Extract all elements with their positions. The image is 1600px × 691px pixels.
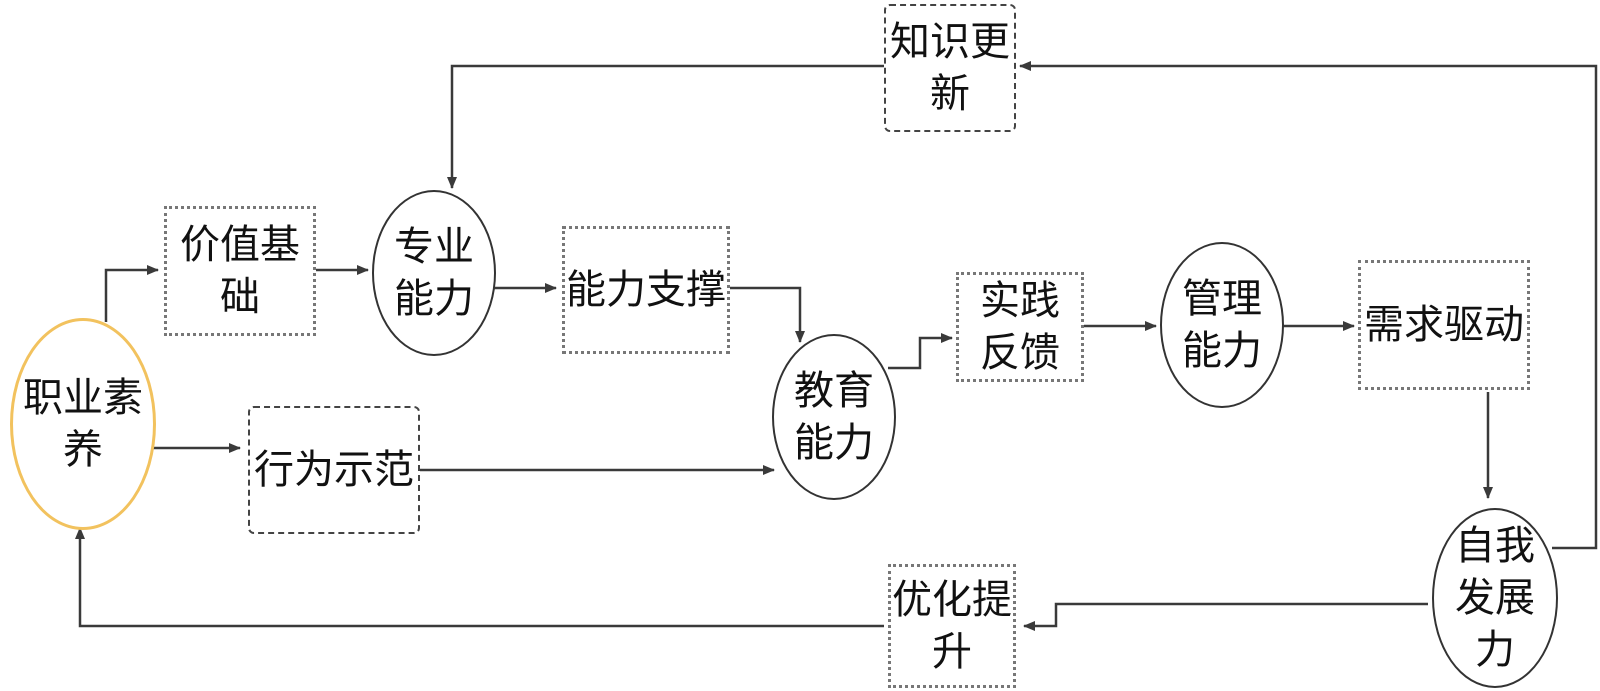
edge-suyang-to-jiazhi [104, 265, 159, 322]
node-xuqiu-qudong: 需求驱动 [1358, 260, 1530, 390]
edge-zhishi-to-zhuanye [447, 64, 884, 189]
node-youhua-tisheng: 优化提升 [888, 564, 1016, 688]
node-xingwei-shifan: 行为示范 [248, 406, 420, 534]
edge-ziwo-to-zhishi [1019, 61, 1598, 550]
node-zhiye-suyang: 职业素养 [10, 318, 156, 530]
edge-jiaoyu-to-shijian [888, 333, 953, 370]
edge-ziwo-to-youhua [1023, 602, 1428, 631]
edge-youhua-to-suyang [75, 527, 884, 628]
node-jiazhi-jichu: 价值基础 [164, 206, 316, 336]
node-ziwo-fazhan: 自我发展力 [1432, 508, 1558, 688]
node-jiaoyu-nengli: 教育能力 [772, 334, 896, 500]
node-guanli-nengli: 管理能力 [1160, 242, 1284, 408]
node-zhuanye-nengli: 专业能力 [372, 190, 496, 356]
node-shijian-fankui: 实践反馈 [956, 272, 1084, 382]
edge-nengli-zhicheng-to-jiaoyu [720, 286, 805, 343]
node-nengli-zhicheng: 能力支撑 [562, 226, 730, 354]
node-zhishi-gengxin: 知识更新 [884, 4, 1016, 132]
